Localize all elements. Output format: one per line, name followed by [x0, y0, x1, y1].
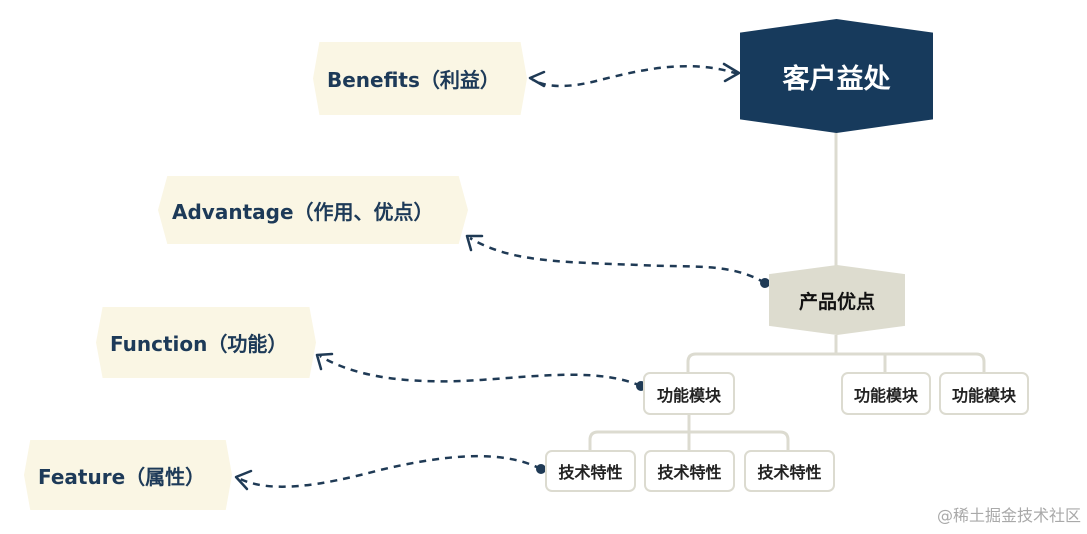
concept-advantage-label: Advantage（作用、优点）	[172, 199, 434, 224]
function-module-label: 功能模块	[853, 385, 918, 405]
tech-feature-label: 技术特性	[757, 463, 822, 482]
tech-feature-node: 技术特性	[744, 450, 835, 492]
benefits-link	[532, 64, 739, 88]
function-module-node: 功能模块	[643, 372, 735, 415]
function-arrowhead	[315, 352, 334, 371]
concept-function-label: Function（功能）	[110, 332, 288, 356]
function-module-label: 功能模块	[951, 385, 1016, 405]
feature-link-dot	[536, 464, 546, 474]
tech-feature-node: 技术特性	[545, 450, 636, 492]
concept-feature-label: Feature（属性）	[38, 464, 206, 489]
function-link	[319, 354, 642, 388]
feature-link	[237, 454, 542, 488]
watermark: @稀土掘金技术社区	[936, 506, 1081, 525]
concept-advantage: Advantage（作用、优点）	[158, 176, 468, 244]
root-arrowhead	[722, 62, 741, 83]
tech-feature-node: 技术特性	[644, 450, 735, 492]
concept-benefits: Benefits（利益）	[313, 42, 527, 115]
concept-benefits-label: Benefits（利益）	[327, 68, 500, 92]
advantage-link-dot	[760, 278, 770, 288]
advantage-arrowhead	[465, 234, 484, 252]
advantage-link	[469, 236, 766, 285]
function-module-node: 功能模块	[939, 372, 1029, 415]
feature-arrowhead	[234, 469, 253, 491]
benefits-arrowhead	[528, 70, 546, 88]
concept-function: Function（功能）	[96, 307, 316, 378]
root-node-label: 客户益处	[782, 63, 891, 95]
product-advantage-label: 产品优点	[798, 290, 875, 313]
root-node: 客户益处	[740, 19, 933, 133]
tech-feature-label: 技术特性	[657, 463, 722, 482]
modules-bus-line	[686, 352, 986, 376]
tech-feature-label: 技术特性	[558, 463, 623, 482]
function-module-label: 功能模块	[656, 385, 721, 405]
product-advantage-node: 产品优点	[769, 265, 905, 335]
concept-feature: Feature（属性）	[24, 440, 232, 510]
function-module-node: 功能模块	[841, 372, 931, 415]
tech-bus-line	[588, 430, 790, 452]
